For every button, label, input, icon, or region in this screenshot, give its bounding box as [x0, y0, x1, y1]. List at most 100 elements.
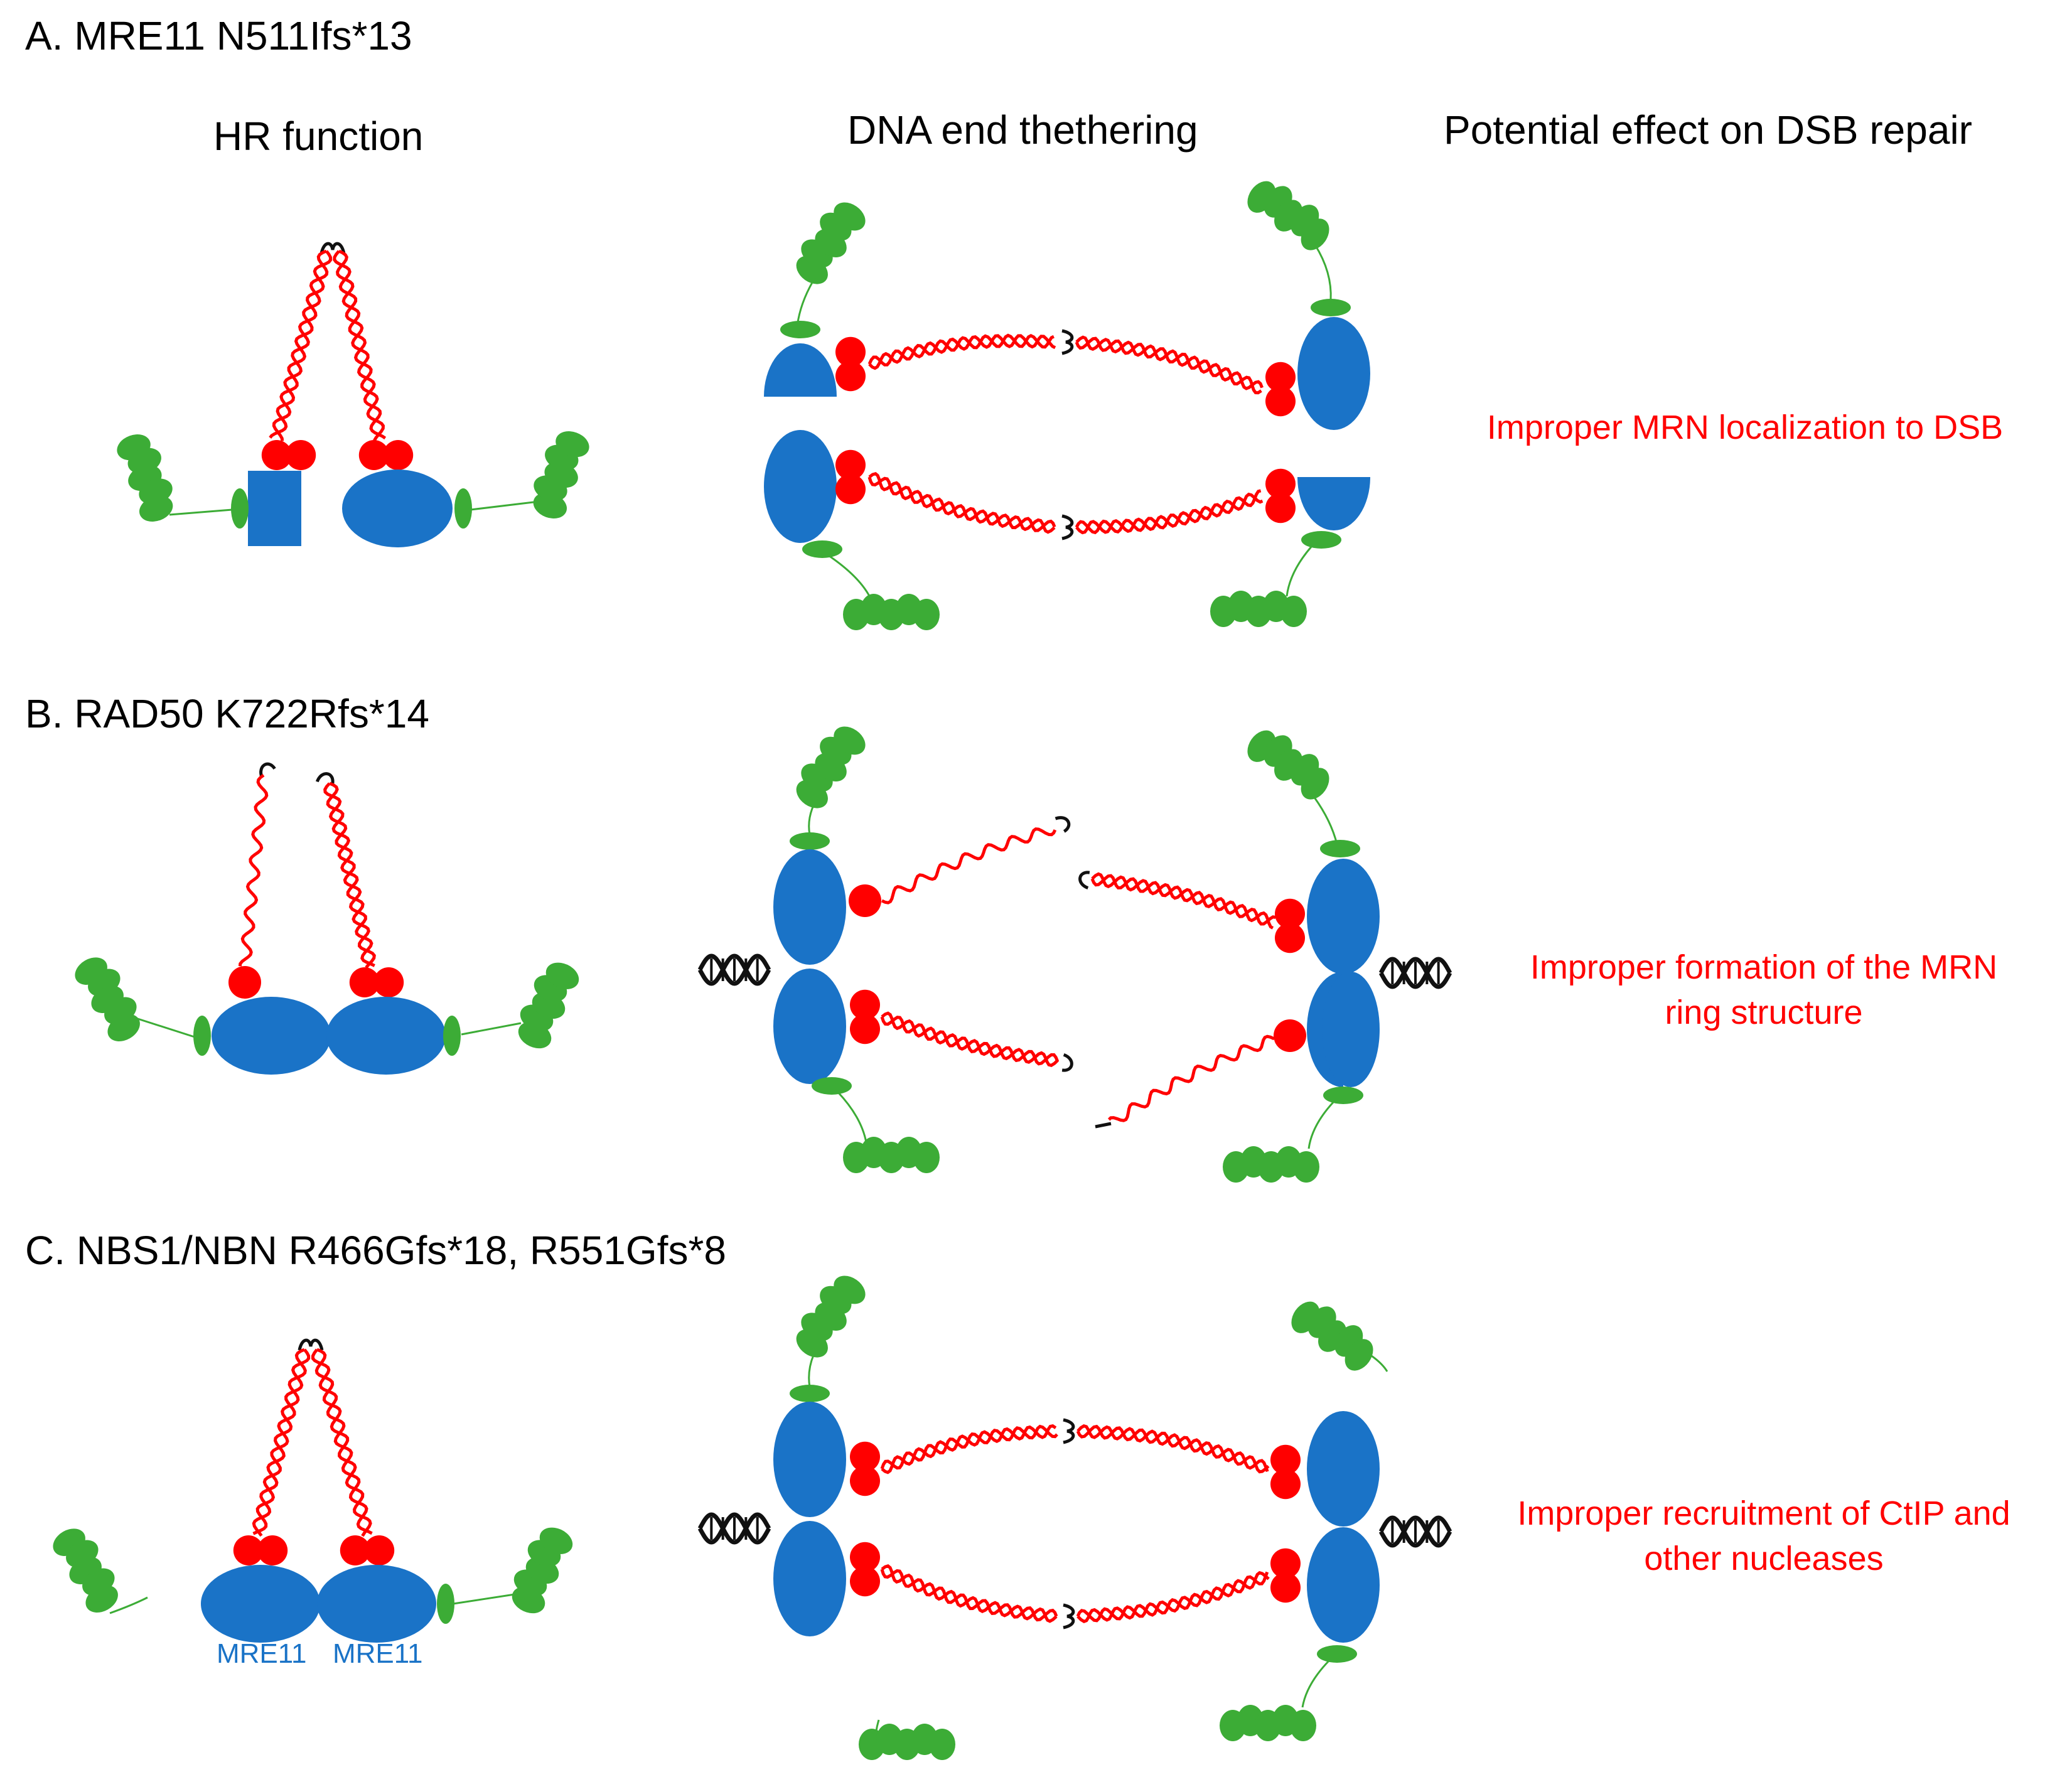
panel-b-tether-mre11-top-right: [1307, 859, 1380, 974]
panel-c-hr-rad50-head-left-lobe-2: [257, 1535, 288, 1565]
panel-b-tether-rad50-head-bottom-left-lobe-1: [850, 989, 880, 1020]
panel-b-tether-mre11-bottom-left: [773, 969, 846, 1084]
panel-b-hr-nbs1-linker-left: [131, 1016, 195, 1038]
panel-a-tether-rad50-coil-bottom-right-strand-2: [1075, 489, 1262, 535]
panel-a-tether-rad50-coil-top-left-strand-2: [867, 333, 1055, 367]
panel-c-tether-rad50-coil-top-left-strand-2: [880, 1424, 1058, 1470]
panel-a-tether-hook-bottom: [1061, 514, 1074, 540]
nbs1-fha-lobe: [1301, 218, 1329, 250]
panel-c-tether-nbs1-fha-top-left: [796, 1275, 866, 1358]
panel-c-tether-rad50-head-top-left-lobe-2: [850, 1466, 880, 1496]
panel-c-tether-dna-right-strand-2: [1378, 1515, 1452, 1548]
panel-c-tether-rad50-head-top-right-lobe-2: [1270, 1469, 1301, 1500]
panel-c-hr-rad50-head-right-lobe-2: [364, 1535, 395, 1565]
panel-b-tether-rad50-coil-top-right-strand-2: [1091, 872, 1276, 926]
panel-c-tether-rad50-coil-top-left-strand-1: [881, 1424, 1057, 1474]
panel-c-tether-nbs1-pad-bottom-right: [1317, 1645, 1357, 1663]
panel-c-hr-nbs1-fha-detached-left: [53, 1528, 118, 1613]
panel-b-hr-rad50-truncated-coil-strand-1: [238, 773, 269, 967]
panel-c-hr-rad50-right-coil-strand-2: [314, 1348, 372, 1537]
panel-a-tether-nbs1-linker-bottom-right: [1286, 545, 1313, 597]
panel-a-effect-line-1: Improper MRN localization to DSB: [1486, 409, 2004, 446]
panel-a-tether-nbs1-pad-bottom-left: [802, 540, 842, 558]
panel-b-tether-nbs1-linker-top-left: [808, 800, 817, 835]
panel-b-tether-nbs1-pad-bottom-left: [812, 1077, 852, 1095]
panel-c-tether-nbs1-fha-detached-top-right: [1291, 1301, 1373, 1371]
panel-a-effect: Improper MRN localization to DSB: [1444, 405, 2046, 450]
panel-b-hr-mre11-left: [212, 997, 331, 1075]
panel-c-tether-rad50-head-bottom-left-lobe-2: [850, 1566, 880, 1597]
panel-a-hr-rad50-left-coil-strand-1: [272, 249, 329, 441]
panel-a-tether-mre11-bottom-left: [764, 430, 837, 543]
panel-a-hr-nbs1-pad-right: [454, 488, 472, 529]
panel-b-hr-rad50-head-right-lobe-2: [373, 967, 404, 997]
panel-b-tether-nbs1-fha-bottom-left: [843, 1137, 940, 1173]
panel-b-effect: Improper formation of the MRN ring struc…: [1463, 945, 2065, 1035]
nbs1-fha-lobe: [913, 599, 940, 630]
panel-a-hr-nbs1-pad-left: [231, 488, 249, 529]
panel-c-hr-nbs1-fha-right: [512, 1527, 573, 1614]
panel-b-tether-rad50-head-top-right-lobe-1: [1275, 898, 1305, 929]
panel-a-title: A. MRE11 N511Ifs*13: [25, 13, 412, 58]
panel-c-tether-nbs1-pad-top-left: [790, 1385, 830, 1402]
panel-c-tether-nbs1-linker-detached-bottom-left: [874, 1719, 880, 1752]
panel-c-tether-dna-left-strand-2: [697, 1512, 771, 1545]
panel-c-tether-nbs1-linker-bottom-right: [1301, 1659, 1331, 1708]
panel-a-tether-rad50-head-top-right-lobe-2: [1265, 386, 1296, 417]
panel-a-tether-rad50-coil-bottom-left-strand-1: [867, 476, 1056, 534]
panel-c-tether-hook-top: [1063, 1418, 1075, 1444]
panel-a-hr-rad50-head-left-lobe-2: [286, 440, 316, 470]
panel-b-tether-dna-left-strand-2: [697, 953, 771, 986]
nbs1-fha-lobe: [139, 495, 173, 522]
panel-b-tether-rad50-head-top-right-lobe-2: [1275, 923, 1305, 953]
nbs1-fha-lobe: [834, 202, 866, 231]
panel-b-tether-mre11-top-left: [773, 849, 846, 965]
nbs1-fha-lobe: [85, 1585, 118, 1613]
nbs1-fha-lobe: [834, 726, 866, 755]
panel-a-hr-zinc-hook: [319, 242, 346, 254]
panel-c-effect-line-2: other nucleases: [1644, 1540, 1884, 1577]
panel-b-tether-nbs1-pad-bottom-right: [1323, 1087, 1363, 1104]
panel-a-tether-rad50-coil-top-right-strand-1: [1075, 336, 1262, 395]
panel-b-tether-rad50-head-bottom-left-lobe-2: [850, 1014, 880, 1044]
panel-a-tether-rad50-coil-top-left-strand-1: [868, 334, 1056, 370]
panel-b-hr-nbs1-fha-right: [518, 962, 579, 1049]
panel-c-tether-rad50-coil-bottom-right-strand-1: [1076, 1571, 1269, 1623]
panel-a-hr-nbs1-linker-left: [169, 508, 233, 516]
panel-c-tether-mre11-top-right: [1307, 1411, 1380, 1527]
panel-a-hr-rad50-head-left-lobe-1: [261, 440, 292, 470]
panel-b-tether-hook-top-left: [1055, 816, 1071, 833]
panel-c-tether-nbs1-fha-bottom-right: [1220, 1705, 1316, 1741]
panel-a-tether-rad50-coil-bottom-left-strand-2: [868, 471, 1056, 532]
panel-a-tether-nbs1-fha-bottom-left: [843, 594, 940, 630]
panel-b-hr-mre11-right: [326, 997, 446, 1075]
panel-b-hr-rad50-right-coil-strand-1: [323, 782, 376, 969]
panel-c-hr-rad50-head-left-lobe-1: [233, 1535, 264, 1565]
panel-b-hr-hook-right: [315, 772, 335, 784]
panel-c-tether-nbs1-linker-top-left: [808, 1349, 817, 1388]
panel-a-hr-nbs1-fha-right: [533, 431, 589, 518]
panel-c-tether-mre11-bottom-right: [1307, 1527, 1380, 1643]
panel-a-tether-rad50-head-bottom-right-lobe-2: [1265, 493, 1296, 523]
nbs1-fha-lobe: [545, 962, 579, 989]
panel-b-hr-rad50-right-coil-strand-2: [326, 781, 375, 967]
panel-b-tether-nbs1-pad-top-left: [790, 832, 830, 850]
panel-c-tether-mre11-top-left: [773, 1402, 846, 1517]
panel-a-hr-rad50-right-coil-strand-2: [336, 249, 385, 442]
panel-a-hr-truncated-mre11-body: [248, 471, 301, 546]
panel-b-tether-hook-bottom-right: [1095, 1122, 1112, 1129]
panel-b-hr-nbs1-linker-right: [461, 1022, 522, 1036]
mre11-label-left: MRE11: [217, 1638, 307, 1669]
panel-b-tether-nbs1-fha-top-left: [796, 726, 866, 808]
nbs1-fha-lobe: [539, 1527, 573, 1554]
panel-b-tether-nbs1-fha-bottom-right: [1223, 1146, 1319, 1183]
panel-b-tether-dna-right-strand-1: [1378, 957, 1452, 989]
panel-c-tether-rad50-coil-bottom-right-strand-2: [1076, 1570, 1270, 1623]
panel-a-tether-rad50-head-bottom-left-lobe-1: [835, 449, 866, 480]
panel-a-tether-rad50-coil-bottom-right-strand-1: [1075, 492, 1264, 535]
panel-b-hr-rad50-head-left-single: [228, 966, 261, 999]
panel-a-tether-nbs1-linker-top-left: [796, 276, 817, 327]
panel-b-tether-nbs1-fha-top-right: [1247, 730, 1329, 800]
panel-a-tether-nbs1-fha-top-left: [796, 202, 866, 284]
panel-c-hr-zinc-hook: [298, 1338, 324, 1351]
